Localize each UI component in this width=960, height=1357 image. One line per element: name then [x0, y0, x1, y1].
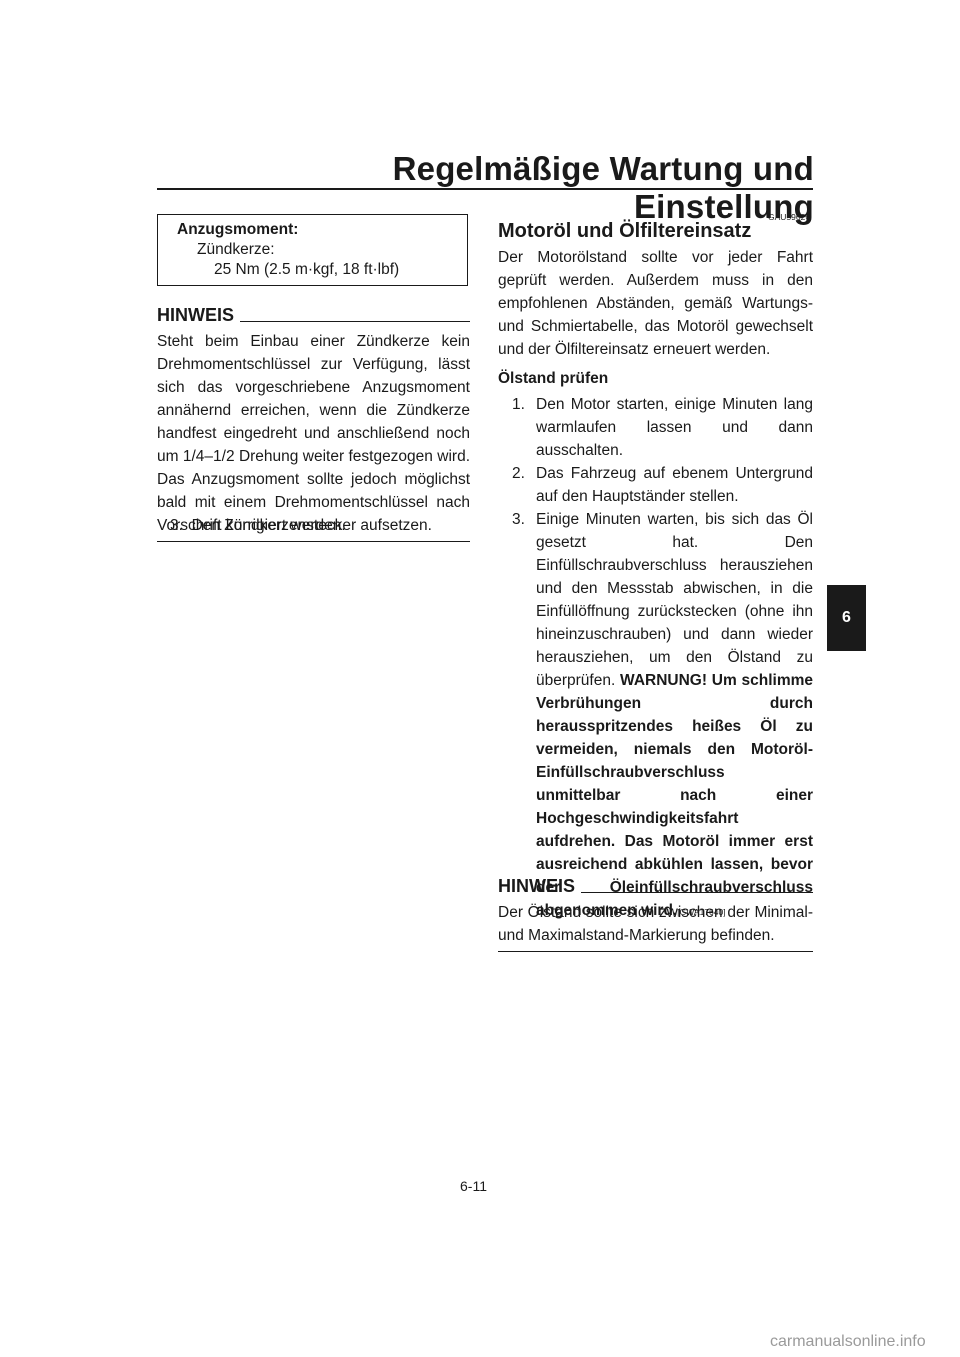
left-step-number: 3. [170, 517, 183, 534]
left-note-heading-row: HINWEIS [157, 302, 470, 326]
step-item: 1. Den Motor starten, einige Minuten lan… [498, 393, 813, 462]
section-title: Motoröl und Ölfiltereinsatz [498, 220, 752, 242]
warning-text: WARNUNG! Um schlimme Verbrühungen durch … [536, 672, 813, 919]
left-note: HINWEIS Steht beim Einbau einer Zündkerz… [157, 302, 470, 542]
step-list: 1. Den Motor starten, einige Minuten lan… [498, 393, 813, 924]
step-number: 3. [512, 511, 525, 528]
left-note-heading-rule [240, 321, 470, 322]
right-note-heading: HINWEIS [498, 876, 576, 896]
step-text: Einige Minuten warten, bis sich das Öl g… [536, 511, 813, 689]
section-code: GAU59626 [768, 212, 811, 222]
step-text: Den Motor starten, einige Minuten lang w… [536, 396, 813, 459]
chapter-tab: 6 [827, 585, 866, 651]
right-note: HINWEIS Der Ölstand sollte sich zwischen… [498, 873, 813, 952]
right-note-heading-row: HINWEIS [498, 873, 813, 897]
page-number: 6-11 [460, 1178, 487, 1194]
step-number: 1. [512, 396, 525, 413]
step-item: 3. Einige Minuten warten, bis sich das Ö… [498, 508, 813, 924]
left-step-text: Den Zündkerzenstecker aufsetzen. [191, 517, 432, 534]
left-note-text: Steht beim Einbau einer Zündkerze kein D… [157, 330, 470, 542]
step-item: 2. Das Fahrzeug auf ebenem Untergrund au… [498, 462, 813, 508]
page-title: Regelmäßige Wartung und Einstellung [392, 150, 814, 225]
step-number: 2. [512, 465, 525, 482]
header-rule [157, 188, 813, 190]
warning-code: [GWA17640] [677, 907, 726, 917]
right-note-heading-rule [581, 892, 813, 893]
torque-spec-box: Anzugsmoment: Zündkerze: 25 Nm (2.5 m·kg… [157, 214, 468, 286]
watermark: carmanualsonline.info [770, 1333, 926, 1350]
torque-spec-item: Zündkerze: [197, 241, 275, 258]
right-note-text: Der Ölstand sollte sich zwischen der Min… [498, 901, 813, 952]
torque-spec-value: 25 Nm (2.5 m·kgf, 18 ft·lbf) [214, 261, 400, 278]
torque-spec-title: Anzugsmoment: [177, 221, 299, 238]
step-text: Das Fahrzeug auf ebenem Untergrund auf d… [536, 465, 813, 505]
left-step: 3. Den Zündkerzenstecker aufsetzen. [170, 517, 470, 535]
subsection-title: Ölstand prüfen [498, 370, 609, 387]
section-intro: Der Motorölstand sollte vor jeder Fahrt … [498, 249, 813, 358]
left-note-heading: HINWEIS [157, 305, 235, 325]
